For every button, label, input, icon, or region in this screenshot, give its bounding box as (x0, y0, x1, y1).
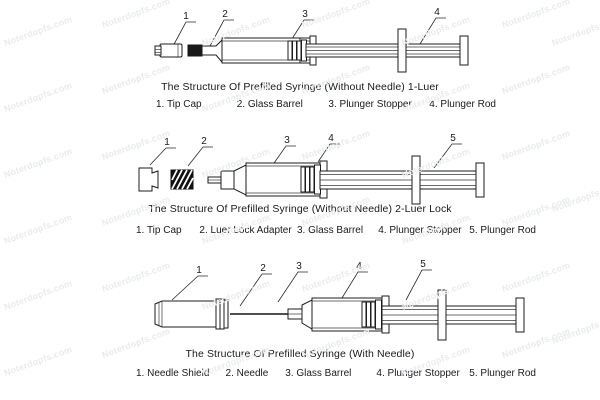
legend-item: 5. Plunger Rod (469, 225, 536, 236)
callout-number: 4 (328, 133, 334, 144)
callout-number: 1 (196, 265, 202, 276)
syringe-diagram-2-luer-lock: 1 2 3 4 5 (138, 133, 485, 205)
section-title-1: The Structure Of Prefilled Syringe (With… (161, 81, 439, 93)
leader-line-3-5 (405, 269, 432, 301)
leader-line-3-1 (171, 275, 208, 301)
part-plunger-stopper-3 (361, 299, 382, 330)
leader-line-2-1 (149, 147, 176, 166)
legend-item: 5. Plunger Rod (469, 368, 536, 379)
legend-item: 2. Luer Lock Adapter (199, 225, 292, 236)
legend-row-1: 1. Tip Cap 2. Glass Barrel 3. Plunger St… (156, 99, 496, 110)
part-plunger-rod-1 (305, 28, 469, 73)
part-plunger-stopper-1 (287, 39, 307, 62)
callout-number: 4 (434, 7, 440, 18)
leader-line-3-3 (277, 271, 308, 303)
callout-group-1: 1 2 3 4 (171, 7, 446, 49)
callout-number: 4 (356, 261, 362, 272)
legend-item: 4. Plunger Rod (429, 99, 496, 110)
part-luer-lock-adapter-2 (170, 169, 194, 190)
callout-number: 5 (450, 133, 456, 144)
callout-number: 2 (201, 136, 207, 147)
callout-number: 2 (222, 9, 228, 20)
section-title-2: The Structure Of Prefilled Syringe (With… (148, 203, 452, 215)
leader-line-2-3 (271, 145, 296, 167)
part-plunger-rod-2 (319, 155, 485, 205)
legend-item: 1. Tip Cap (136, 225, 182, 236)
legend-item: 1. Needle Shield (136, 368, 210, 379)
part-tip-cap-1 (154, 43, 183, 58)
part-glass-barrel-1 (187, 35, 317, 66)
legend-item: 4. Plunger Stopper (376, 368, 460, 379)
section-title-3: The Structure Of Prefilled Syringe (With… (185, 348, 415, 360)
part-needle-shield-3 (154, 298, 229, 330)
leader-line-1-2 (209, 19, 234, 47)
legend-row-2: 1. Tip Cap 2. Luer Lock Adapter 3. Glass… (136, 225, 536, 236)
leader-line-2-2 (187, 146, 213, 167)
leader-line-1-4 (419, 17, 446, 45)
syringe-diagram-1-luer: 1 2 3 4 (154, 7, 469, 73)
callout-group-3: 1 2 3 4 5 (171, 259, 432, 307)
legend-item: 4. Plunger Stopper (378, 225, 462, 236)
legend-item: 2. Glass Barrel (236, 99, 303, 110)
legend-item: 1. Tip Cap (156, 99, 202, 110)
leader-line-2-5 (433, 143, 462, 169)
callout-group-2: 1 2 3 4 5 (149, 133, 462, 169)
callout-number: 3 (302, 9, 308, 20)
leader-line-1-1 (171, 21, 196, 49)
part-tip-cap-2 (138, 167, 159, 192)
leader-line-2-4 (317, 143, 340, 163)
callout-number: 3 (284, 135, 290, 146)
legend-item: 3. Glass Barrel (285, 368, 352, 379)
callout-number: 1 (183, 11, 189, 22)
callout-number: 2 (260, 263, 266, 274)
callout-number: 3 (296, 261, 302, 272)
leader-line-3-2 (239, 273, 272, 307)
syringe-diagram-3-with-needle: 1 2 3 4 5 (154, 259, 525, 341)
callout-number: 5 (420, 259, 426, 270)
legend-row-3: 1. Needle Shield 2. Needle 3. Glass Barr… (136, 368, 536, 379)
legend-item: 3. Plunger Stopper (328, 99, 412, 110)
leader-line-3-4 (341, 271, 368, 299)
part-plunger-rod-3 (381, 289, 525, 341)
part-plunger-stopper-2 (300, 164, 321, 195)
callout-number: 1 (164, 137, 170, 148)
legend-item: 2. Needle (225, 368, 269, 379)
legend-item: 3. Glass Barrel (296, 225, 364, 236)
leader-line-1-3 (289, 19, 314, 43)
